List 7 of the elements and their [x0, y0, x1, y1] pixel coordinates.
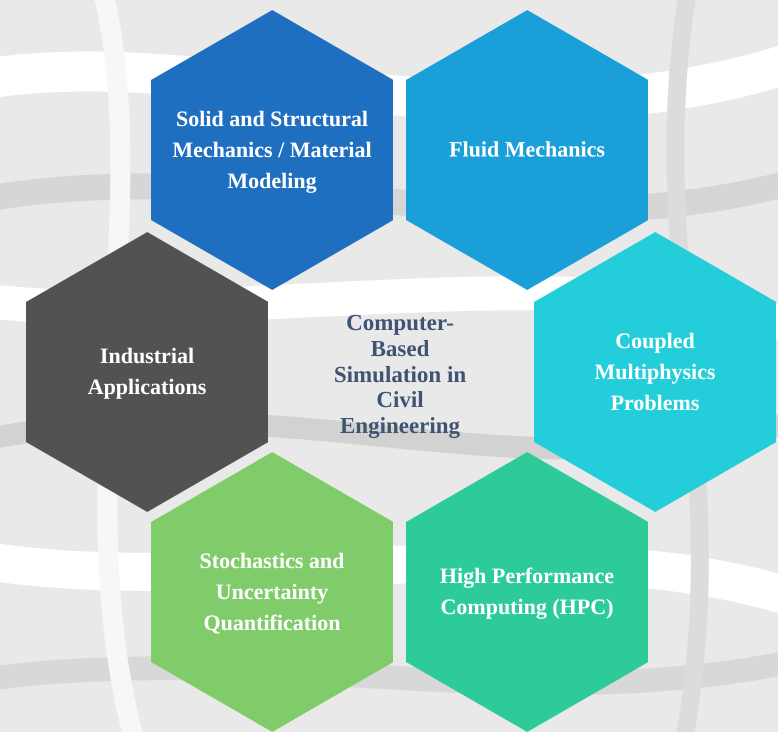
hexagon-label: Coupled Multiphysics Problems	[593, 326, 716, 416]
hexagon-label: Industrial Applications	[86, 342, 208, 401]
hexagon-label: High Performance Computing (HPC)	[438, 562, 616, 621]
hexagon-label: Fluid Mechanics	[448, 136, 606, 164]
hexagon-label: Stochastics and Uncertainty Quantification	[198, 546, 346, 636]
center-title: Computer-Based Simulation in Civil Engineering	[332, 310, 468, 439]
hexagon-label: Solid and Structural Mechanics / Material Modeling	[172, 104, 372, 195]
